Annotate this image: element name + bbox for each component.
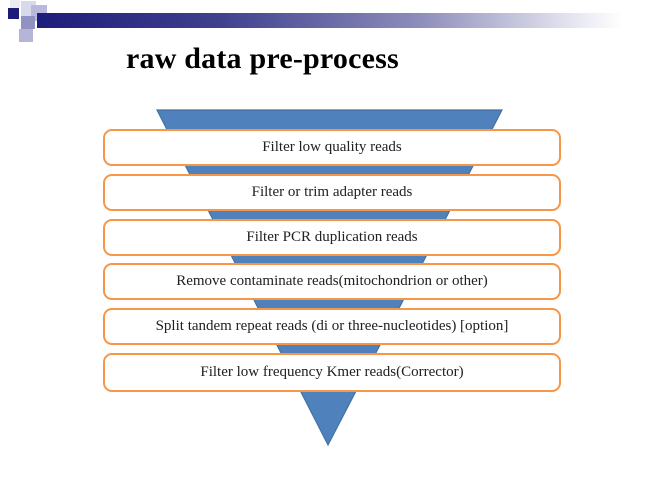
funnel-step-box: Filter or trim adapter reads	[103, 174, 561, 211]
funnel-step-label: Filter low frequency Kmer reads(Correcto…	[200, 364, 464, 380]
funnel-step-label: Split tandem repeat reads (di or three-n…	[155, 318, 509, 334]
deco-square	[21, 16, 35, 29]
funnel-step-box: Filter low quality reads	[103, 129, 561, 166]
funnel-step-box: Split tandem repeat reads (di or three-n…	[103, 308, 561, 345]
funnel-step-box: Filter low frequency Kmer reads(Correcto…	[103, 353, 561, 392]
header-gradient-bar	[37, 13, 660, 28]
funnel-step-label: Filter low quality reads	[262, 139, 402, 155]
funnel-step-box: Remove contaminate reads(mitochondrion o…	[103, 263, 561, 300]
funnel-step-box: Filter PCR duplication reads	[103, 219, 561, 256]
deco-square	[19, 29, 33, 42]
deco-square	[8, 8, 19, 19]
funnel-step-label: Remove contaminate reads(mitochondrion o…	[176, 273, 488, 289]
funnel-step-label: Filter or trim adapter reads	[251, 184, 413, 200]
deco-square	[10, 0, 20, 8]
page-title: raw data pre-process	[126, 42, 399, 75]
funnel-step-label: Filter PCR duplication reads	[246, 229, 418, 245]
